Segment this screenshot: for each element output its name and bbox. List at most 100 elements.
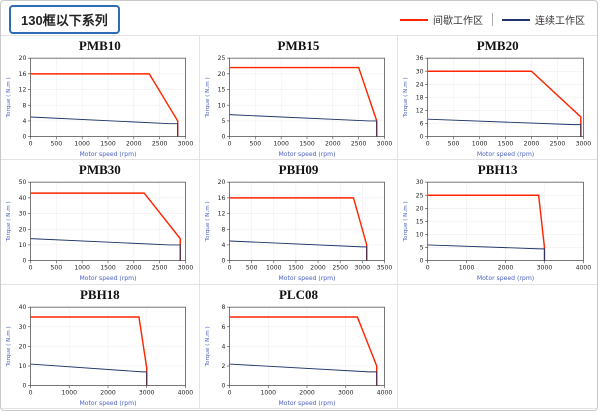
continuous-zone-curve — [427, 244, 546, 261]
svg-text:30: 30 — [19, 323, 27, 330]
chart-title: PBH09 — [278, 162, 319, 178]
svg-text:1000: 1000 — [61, 389, 77, 396]
svg-text:1000: 1000 — [273, 140, 289, 147]
empty-cell — [398, 285, 597, 409]
svg-text:2500: 2500 — [152, 265, 168, 272]
svg-text:Torque ( N.m ): Torque ( N.m ) — [404, 202, 410, 243]
svg-text:1500: 1500 — [299, 140, 315, 147]
svg-text:20: 20 — [19, 55, 27, 62]
svg-text:2: 2 — [221, 363, 225, 370]
legend-divider — [492, 13, 493, 26]
chart-title: PLC08 — [278, 286, 318, 302]
svg-text:Motor speed (rpm): Motor speed (rpm) — [79, 151, 136, 158]
legend-label-intermittent: 间歇工作区 — [433, 16, 483, 27]
svg-text:1000: 1000 — [260, 389, 276, 396]
svg-text:3000: 3000 — [576, 140, 592, 147]
svg-text:0: 0 — [29, 389, 33, 396]
svg-text:50: 50 — [19, 180, 27, 187]
intermittent-zone-curve — [427, 70, 582, 137]
svg-text:1500: 1500 — [498, 140, 514, 147]
svg-text:10: 10 — [19, 242, 27, 249]
svg-text:3000: 3000 — [376, 140, 392, 147]
chart-title: PBH13 — [477, 162, 518, 178]
continuous-zone-curve — [30, 238, 181, 261]
intermittent-zone-curve — [229, 66, 378, 137]
svg-text:0: 0 — [221, 258, 225, 265]
svg-text:4000: 4000 — [178, 389, 194, 396]
svg-text:Torque ( N.m ): Torque ( N.m ) — [6, 77, 12, 118]
svg-text:4000: 4000 — [576, 265, 592, 272]
svg-text:0: 0 — [420, 134, 424, 141]
svg-text:8: 8 — [23, 102, 27, 109]
svg-text:20: 20 — [416, 206, 424, 213]
svg-text:2000: 2000 — [299, 389, 315, 396]
chart-title: PMB10 — [78, 38, 121, 53]
svg-text:500: 500 — [51, 140, 63, 147]
svg-text:15: 15 — [217, 87, 225, 94]
page-title: 130框以下系列 — [9, 5, 120, 34]
svg-text:0: 0 — [227, 140, 231, 147]
svg-text:0: 0 — [23, 382, 27, 389]
svg-text:20: 20 — [19, 227, 27, 234]
svg-text:500: 500 — [448, 140, 460, 147]
chart-title: PMB20 — [476, 38, 519, 53]
svg-text:10: 10 — [19, 363, 27, 370]
svg-text:30: 30 — [416, 68, 424, 75]
svg-text:3000: 3000 — [178, 140, 194, 147]
svg-text:2000: 2000 — [126, 265, 142, 272]
svg-text:25: 25 — [416, 193, 424, 200]
legend-label-continuous: 连续工作区 — [535, 16, 585, 27]
svg-text:2000: 2000 — [126, 140, 142, 147]
intermittent-zone-curve — [427, 194, 546, 261]
svg-text:3000: 3000 — [537, 265, 553, 272]
svg-text:Torque ( N.m ): Torque ( N.m ) — [205, 77, 211, 118]
svg-text:3000: 3000 — [338, 389, 354, 396]
chart-title: PMB15 — [277, 38, 320, 53]
svg-text:Torque ( N.m ): Torque ( N.m ) — [6, 326, 12, 367]
svg-text:18: 18 — [416, 94, 424, 101]
svg-text:5: 5 — [420, 245, 424, 252]
svg-text:Torque ( N.m ): Torque ( N.m ) — [404, 77, 410, 118]
svg-text:10: 10 — [416, 232, 424, 239]
svg-text:6: 6 — [221, 323, 225, 330]
svg-text:4: 4 — [221, 242, 225, 249]
svg-text:4000: 4000 — [376, 389, 392, 396]
svg-text:30: 30 — [19, 211, 27, 218]
svg-text:6: 6 — [420, 121, 424, 128]
svg-text:1000: 1000 — [74, 140, 90, 147]
continuous-zone-curve — [30, 363, 148, 386]
svg-text:1000: 1000 — [472, 140, 488, 147]
svg-text:2500: 2500 — [152, 140, 168, 147]
continuous-zone-curve — [229, 363, 377, 386]
intermittent-zone-curve — [30, 192, 181, 261]
continuous-zone-line-icon — [502, 18, 530, 21]
svg-text:2000: 2000 — [325, 140, 341, 147]
svg-text:0: 0 — [23, 258, 27, 265]
header: 130框以下系列 间歇工作区 连续工作区 — [1, 1, 597, 35]
svg-text:16: 16 — [19, 71, 27, 78]
svg-text:Motor speed (rpm): Motor speed (rpm) — [79, 276, 136, 283]
svg-text:15: 15 — [416, 219, 424, 226]
continuous-zone-curve — [427, 118, 582, 137]
svg-text:12: 12 — [19, 87, 27, 94]
svg-text:0: 0 — [426, 265, 430, 272]
intermittent-zone-curve — [229, 315, 378, 386]
svg-text:5: 5 — [221, 118, 225, 125]
svg-text:Motor speed (rpm): Motor speed (rpm) — [79, 400, 136, 407]
svg-text:0: 0 — [227, 265, 231, 272]
svg-text:Motor speed (rpm): Motor speed (rpm) — [477, 276, 534, 283]
svg-text:2000: 2000 — [524, 140, 540, 147]
svg-text:1000: 1000 — [459, 265, 475, 272]
svg-text:24: 24 — [416, 81, 424, 88]
svg-text:1500: 1500 — [100, 265, 116, 272]
svg-text:3000: 3000 — [139, 389, 155, 396]
